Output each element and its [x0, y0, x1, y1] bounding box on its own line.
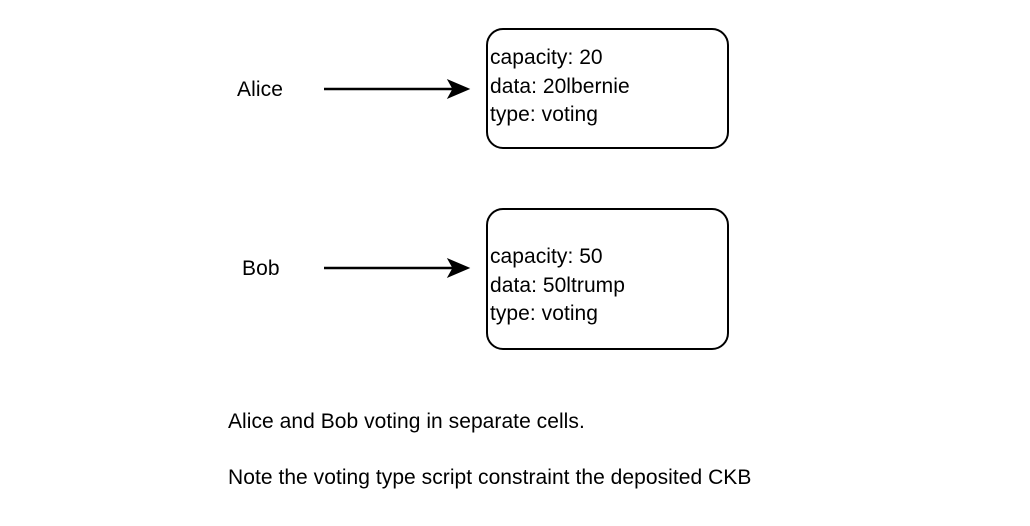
cell-field-data: data: 20lbernie	[490, 74, 630, 98]
cell-field-capacity: capacity: 20	[490, 46, 603, 69]
actor-label-alice: Alice	[237, 78, 284, 101]
caption-line-note: Note the voting type script constraint t…	[228, 466, 752, 489]
cell-field-capacity: capacity: 50	[490, 245, 603, 268]
cell-fields-bob: capacity: 50 data: 50ltrump type: voting	[490, 243, 721, 329]
cell-field-type: type: voting	[490, 302, 598, 325]
cell-field-type: type: voting	[490, 103, 598, 126]
cell-box-alice: capacity: 20 data: 20lbernie type: votin…	[486, 28, 729, 149]
cell-box-bob: capacity: 50 data: 50ltrump type: voting	[486, 208, 729, 350]
arrow-bob-to-cell	[324, 257, 471, 279]
cell-fields-alice: capacity: 20 data: 20lbernie type: votin…	[490, 44, 721, 130]
arrow-alice-to-cell	[324, 78, 471, 100]
cell-field-data: data: 50ltrump	[490, 273, 625, 297]
caption-line-summary: Alice and Bob voting in separate cells.	[228, 410, 585, 433]
actor-label-bob: Bob	[242, 257, 280, 280]
